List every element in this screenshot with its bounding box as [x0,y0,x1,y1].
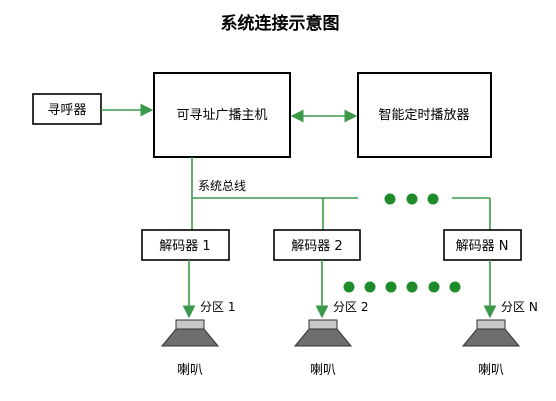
decoder-n-label: 解码器 N [456,239,509,254]
pager-box [32,93,102,125]
pager-label: 寻呼器 [47,103,86,118]
decoder-n-box [443,229,522,261]
zone-ellipsis-dot [364,281,376,293]
decoder-2-label: 解码器 2 [291,239,342,254]
diagram-title: 系统连接示意图 [221,13,340,34]
bus-ellipsis-dot [427,193,439,205]
speaker-2-label: 喇叭 [310,363,336,378]
speaker-1-icon [160,319,220,347]
decoder-1-label: 解码器 1 [159,239,210,254]
zone-ellipsis-dot [428,281,440,293]
decoder-1-box [141,229,230,261]
speaker-n-icon [461,319,521,347]
timer-box [357,72,492,158]
zone-1-label: 分区 1 [200,300,235,314]
bus-ellipsis-dot [384,193,396,205]
host-label: 可寻址广播主机 [176,108,267,123]
speaker-2-icon [293,319,353,347]
zone-ellipsis-dot [449,281,461,293]
bus-label: 系统总线 [198,179,246,193]
decoder-2-box [273,229,361,261]
host-box [153,72,291,158]
zone-n-label: 分区 N [501,300,538,314]
zone-ellipsis-dot [385,281,397,293]
zone-ellipsis-dot [343,281,355,293]
zone-2-label: 分区 2 [333,300,368,314]
timer-label: 智能定时播放器 [378,108,469,123]
bus-ellipsis-dot [406,193,418,205]
speaker-n-label: 喇叭 [478,363,504,378]
speaker-1-label: 喇叭 [177,363,203,378]
zone-ellipsis-dot [406,281,418,293]
